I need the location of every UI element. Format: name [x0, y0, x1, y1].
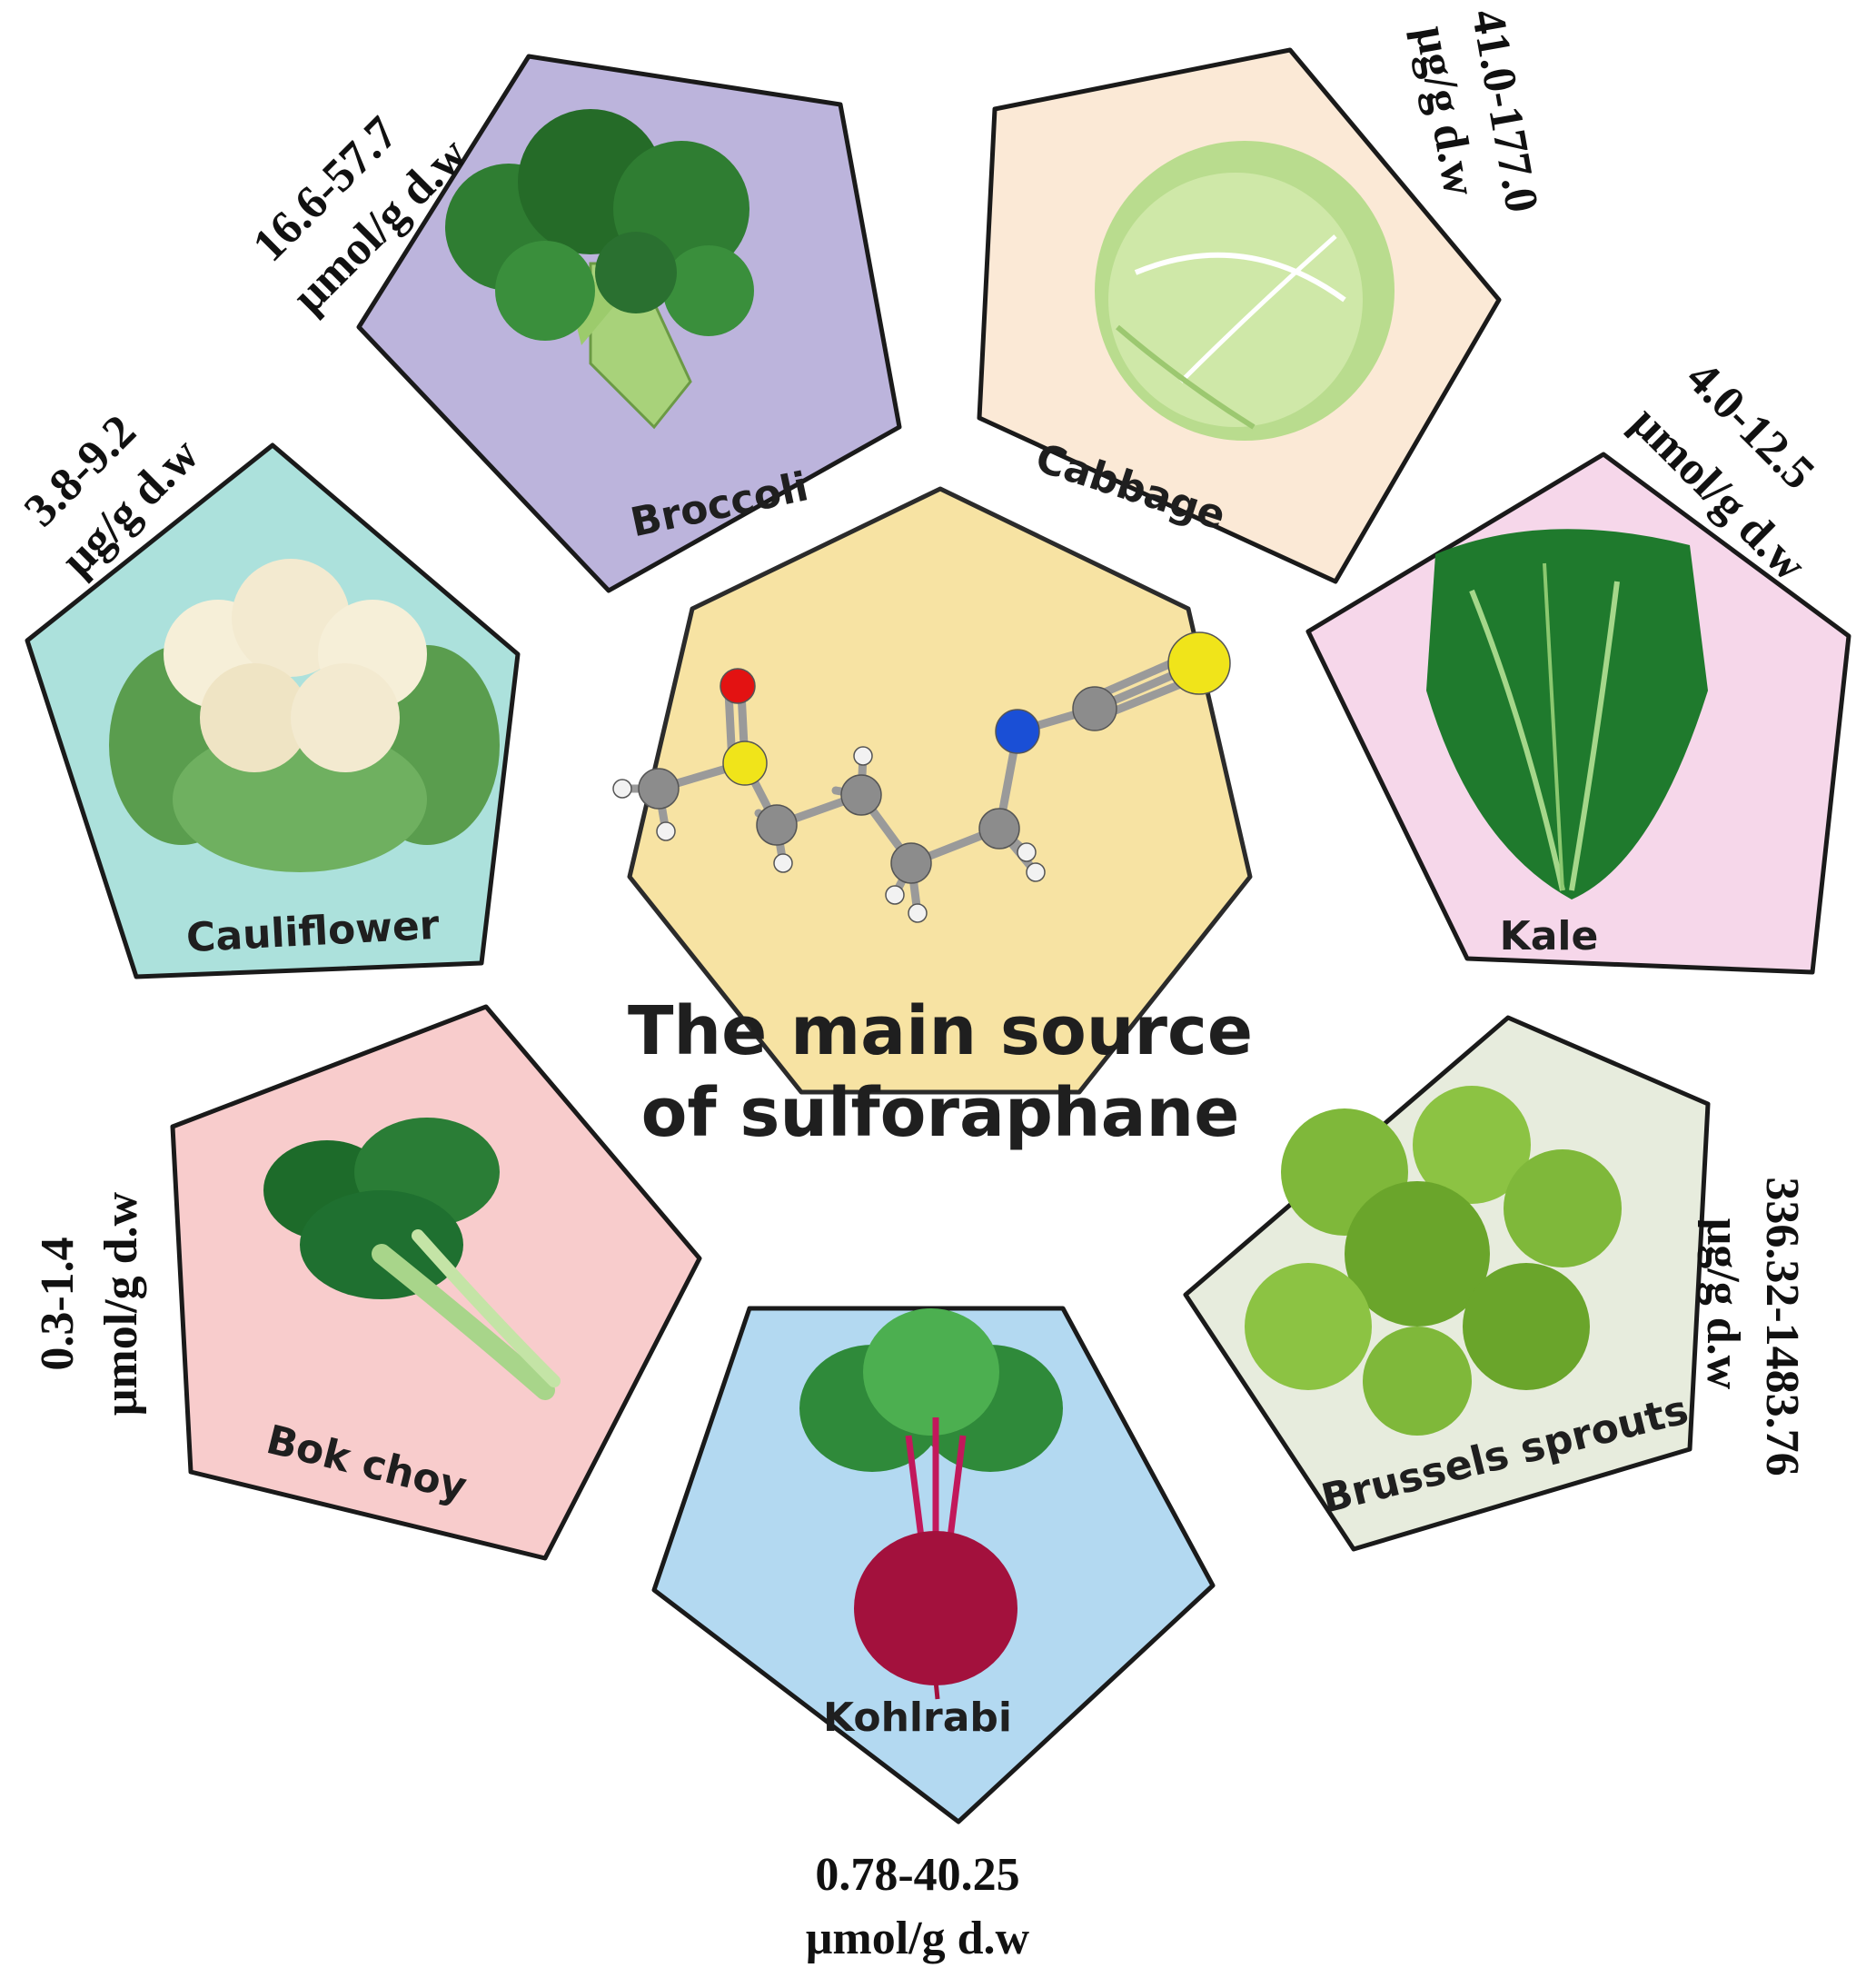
kohlrabi-concentration-line1: 0.78-40.25	[815, 1849, 1019, 1901]
vegetable-card-bok-choy: Bok choy 0.3-1.4 μmol/g d.w	[32, 1004, 702, 1561]
vegetable-card-brussels-sprouts: Brussels sprouts 336.32-1483.76 μg/g d.w	[1183, 1015, 1808, 1552]
hydrogen-atom	[853, 746, 873, 766]
hydrogen-atom	[1026, 862, 1046, 882]
bokchoy-concentration-line1: 0.3-1.4	[32, 1237, 84, 1370]
molecule-atoms	[612, 631, 1231, 923]
brussels-sprouts-icon	[1245, 1086, 1622, 1436]
bok-choy-icon	[263, 1118, 561, 1400]
carbon-atom	[756, 804, 798, 846]
cauliflower-icon	[109, 559, 500, 872]
brussels-concentration-line1: 336.32-1483.76	[1756, 1177, 1808, 1476]
carbon-atom	[840, 774, 882, 816]
hydrogen-atom	[908, 903, 928, 923]
vegetable-card-kohlrabi: Kohlrabi 0.78-40.25 μmol/g d.w	[651, 1306, 1216, 1964]
brussels-concentration-line2: μg/g d.w	[1697, 1218, 1749, 1390]
center-panel: The main source of sulforaphane	[612, 486, 1253, 1152]
carbon-atom	[638, 768, 680, 810]
hydrogen-atom	[773, 853, 793, 873]
kohlrabi-concentration-line2: μmol/g d.w	[806, 1913, 1030, 1964]
vegetable-card-cabbage: Cabbage 41.0-177.0 μg/g d.w	[977, 5, 1548, 584]
sulfur-atom	[722, 740, 768, 786]
nitrogen-atom	[995, 709, 1040, 754]
center-title-line2: of sulforaphane	[641, 1074, 1240, 1152]
kohlrabi-label: Kohlrabi	[823, 1695, 1012, 1741]
hydrogen-atom	[885, 885, 905, 905]
hydrogen-atom	[1017, 842, 1037, 862]
carbon-atom	[890, 842, 932, 884]
cabbage-icon	[1095, 141, 1395, 441]
kale-label: Kale	[1500, 913, 1599, 959]
vegetable-card-cauliflower: Cauliflower 3.8-9.2 μg/g d.w	[15, 405, 521, 979]
carbon-atom	[1072, 686, 1117, 731]
hydrogen-atom	[612, 779, 632, 799]
center-title-line1: The main source	[628, 992, 1253, 1070]
bokchoy-concentration-line2: μmol/g d.w	[95, 1191, 147, 1416]
sulfur-atom	[1167, 631, 1231, 695]
vegetable-card-kale: Kale 4.0-12.5 μmol/g d.w	[1305, 352, 1851, 975]
carbon-atom	[978, 808, 1020, 850]
kale-icon	[1426, 529, 1708, 900]
oxygen-atom	[720, 668, 756, 704]
broccoli-icon	[445, 109, 754, 430]
hydrogen-atom	[656, 821, 676, 841]
kohlrabi-icon	[799, 1308, 1063, 1700]
vegetable-card-broccoli: Broccoli 16.6-57.7 μmol/g d.w	[243, 54, 902, 593]
